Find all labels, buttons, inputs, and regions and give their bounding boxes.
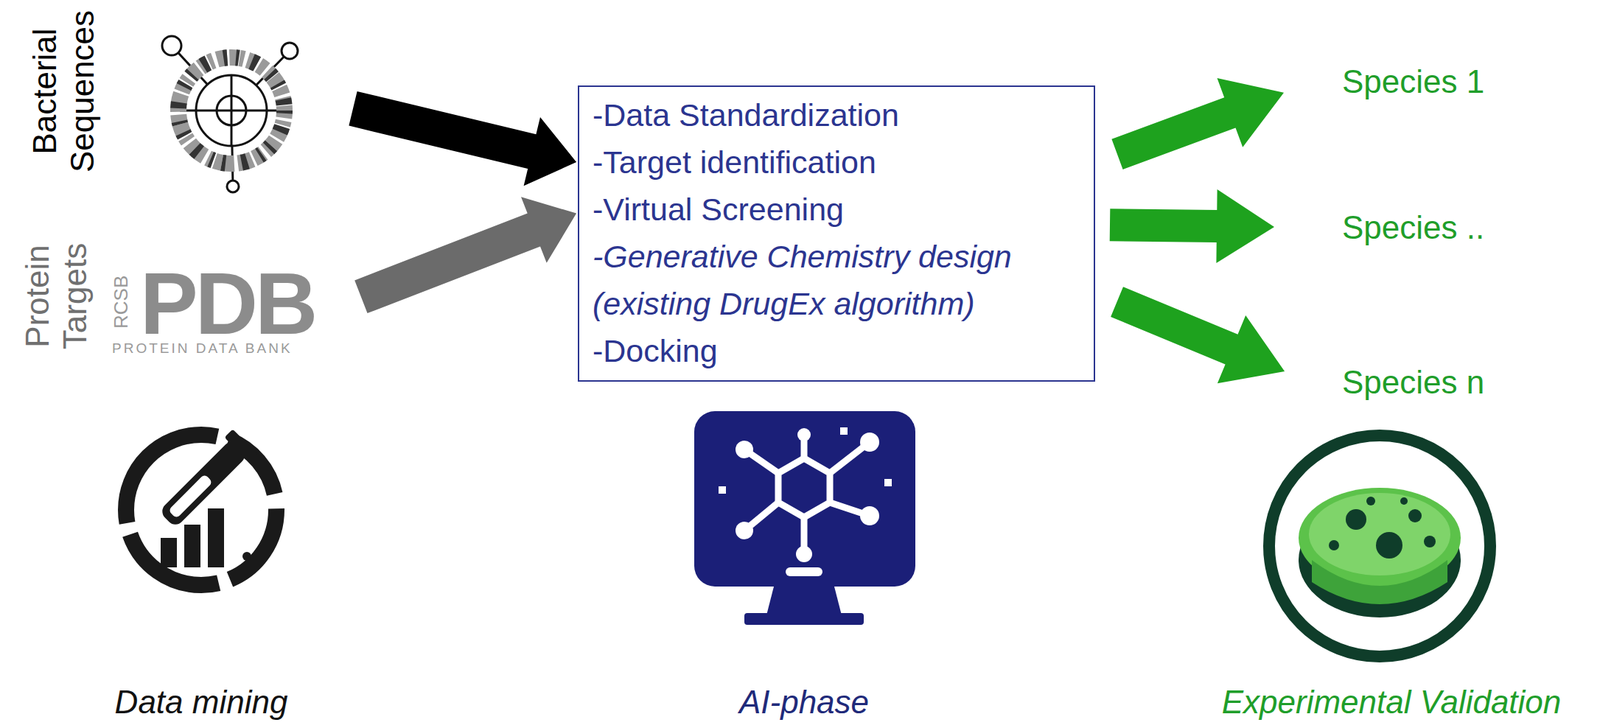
computer-icon-part [718,486,726,494]
step-text: -Data Standardization [592,91,1081,139]
computer-icon-part [785,567,823,577]
step-text: -Generative Chemistry design (existing D… [592,232,1081,328]
genome-icon [162,36,298,193]
logo-text: RCSB [110,275,133,329]
result-text: Species 1 [1339,62,1488,101]
genome-icon-part [162,36,182,56]
computer-icon-part [744,613,864,625]
data-mining-icon-part [158,438,249,529]
data-mining-icon [126,428,277,586]
petri-dish-icon-part [1328,540,1340,551]
step-text: -Docking [592,327,1081,375]
computer-icon-part [718,427,892,563]
petri-dish-icon-part [1400,497,1408,505]
petri-dish-icon-part [1366,496,1376,506]
logo-text: PROTEIN DATA BANK [112,340,293,357]
computer-icon-part [797,428,811,442]
genome-icon-part [281,42,298,59]
block-arrow [348,91,577,186]
genome-icon-part [196,75,267,146]
data-mining-icon-part [207,508,225,568]
genome-icon-part [226,180,239,193]
computer-icon-part [694,411,916,587]
phase-label: Experimental Validation [1221,683,1562,722]
logo-text: PDB [140,254,315,355]
petri-dish-icon-part [1308,493,1451,576]
result-text: Species .. [1339,208,1488,247]
computer-icon-part [766,586,842,616]
result-text: Species n [1339,363,1488,402]
data-mining-icon-part [160,538,177,568]
source-group: Bacterial Sequences [10,0,328,194]
step-text: -Virtual Screening [592,185,1081,233]
block-arrow [1111,78,1284,170]
data-mining-icon-part [154,428,258,533]
computer-icon-part [735,440,754,459]
petri-dish-icon-part [1345,509,1367,530]
computer-icon-part [795,546,813,563]
computer-icon-part [744,434,870,555]
petri-dish-icon-part [1375,532,1403,559]
species-label: Species n [1342,363,1485,402]
species-label: Species 1 [1342,62,1485,101]
petri-dish-icon [1269,435,1491,657]
species-label: Species .. [1342,208,1485,247]
computer-icon-part [735,521,754,540]
petri-dish-icon-part [1328,496,1436,559]
computer-icon-part [840,427,848,435]
block-arrow [354,196,577,314]
axis-title: Bacterial Sequences [26,2,101,180]
phase-label: AI-phase [739,683,869,722]
axis-title: Protein Targets [19,229,94,363]
data-mining-icon-part [184,524,201,568]
phase-label: Data mining [114,683,289,722]
genome-icon-part [178,57,285,164]
petri-dish-icon-part [1423,535,1436,548]
computer-icon [694,411,916,625]
step-text: -Target identification [592,138,1081,186]
data-mining-icon-part [242,552,252,561]
petri-dish-icon-part [1408,509,1422,523]
petri-dish-icon-part [1269,435,1491,657]
genome-icon-part [230,75,233,146]
process-box: -Data Standardization-Target identificat… [577,85,1096,382]
data-mining-icon-part [224,428,258,463]
computer-icon-part [860,432,880,452]
computer-icon-part [884,479,892,487]
computer-icon-part [860,506,880,526]
genome-icon-part [178,57,285,164]
data-mining-icon-part [168,473,213,519]
block-arrow [1109,189,1275,264]
block-arrow [1110,286,1285,384]
computer-icon-part [778,458,830,518]
petri-dish-icon-part [1311,560,1448,605]
